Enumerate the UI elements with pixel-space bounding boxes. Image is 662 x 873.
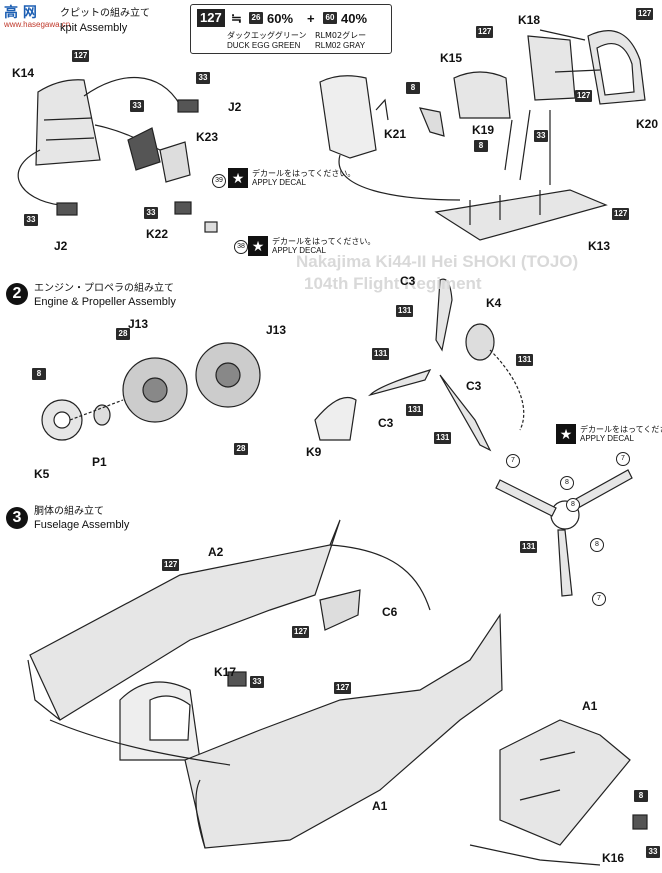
color-code-tag: 28 — [116, 328, 130, 340]
color-code-tag: 127 — [72, 50, 90, 62]
color-code-tag: 127 — [292, 626, 310, 638]
decal-number: 7 — [616, 452, 630, 466]
color-code-tag: 8 — [474, 140, 488, 152]
decal-number: 8 — [560, 476, 574, 490]
color-code-tag: 127 — [334, 682, 352, 694]
part-label-c6: C6 — [382, 605, 398, 619]
decal-note-en: APPLY DECAL — [272, 246, 326, 255]
decal-number: 38 — [234, 240, 248, 254]
star-icon: ★ — [556, 424, 576, 444]
watermark: 高 网 — [4, 5, 37, 21]
color-code-tag: 131 — [396, 305, 414, 317]
part-label-k4: K4 — [486, 296, 502, 310]
part-label-k22: K22 — [146, 227, 169, 241]
color-mix-box: 127 ≒ 26 60% + 60 40% ダックエッググリーン RLM02グレ… — [190, 4, 392, 54]
decal-note-jp: デカールをはってください。 — [252, 169, 356, 178]
color-code-tag: 127 — [636, 8, 654, 20]
part-label-c3-upper: C3 — [400, 274, 416, 288]
step1-title-jp: クピットの組み立て — [60, 8, 150, 19]
color-code-tag: 131 — [516, 354, 534, 366]
color-code-a: 26 — [249, 12, 263, 24]
color-code-main: 127 — [197, 9, 225, 27]
color-code-tag: 33 — [534, 130, 548, 142]
percent-a: 60% — [267, 11, 294, 26]
part-label-k17: K17 — [214, 665, 237, 679]
part-label-k23: K23 — [196, 130, 219, 144]
step1-title-en: kpit Assembly — [60, 22, 128, 34]
plus-sign: + — [307, 11, 315, 26]
color-code-tag: 33 — [196, 72, 210, 84]
part-label-k16: K16 — [602, 851, 625, 865]
part-label-k19: K19 — [472, 123, 495, 137]
part-label-k14: K14 — [12, 66, 35, 80]
part-label-k15: K15 — [440, 51, 463, 65]
part-label-j2-lower: J2 — [54, 239, 68, 253]
part-label-a2: A2 — [208, 545, 224, 559]
color-code-tag: 127 — [476, 26, 494, 38]
star-icon: ★ — [228, 168, 248, 188]
part-label-c3-mid: C3 — [378, 416, 394, 430]
bleed-title-1: Nakajima Ki44-II Hei SHOKI (TOJO) — [296, 252, 579, 271]
color-code-tag: 131 — [520, 541, 538, 553]
part-label-j2-upper: J2 — [228, 100, 242, 114]
part-label-k9: K9 — [306, 445, 322, 459]
part-label-j13-right: J13 — [266, 323, 287, 337]
color-code-tag: 33 — [24, 214, 38, 226]
color-code-tag: 131 — [406, 404, 424, 416]
color-code-tag: 8 — [406, 82, 420, 94]
part-label-k21: K21 — [384, 127, 407, 141]
approx-sign: ≒ — [231, 11, 242, 26]
color-code-tag: 131 — [434, 432, 452, 444]
decal-number: 8 — [590, 538, 604, 552]
color-code-tag: 127 — [612, 208, 630, 220]
part-label-a1-main: A1 — [372, 799, 388, 813]
color-code-tag: 28 — [234, 443, 248, 455]
color-a-jp: ダックエッググリーン — [227, 31, 307, 40]
color-code-tag: 8 — [32, 368, 46, 380]
decal-note-jp: デカールをはってください。 — [272, 237, 376, 246]
part-label-k13: K13 — [588, 239, 611, 253]
color-code-tag: 33 — [130, 100, 144, 112]
decal-number: 7 — [592, 592, 606, 606]
step3-title-jp: 胴体の組み立て — [34, 506, 104, 517]
color-code-tag: 33 — [144, 207, 158, 219]
watermark-url: www.hasegawa.cn — [4, 20, 71, 29]
step2-number: 2 — [6, 283, 28, 305]
color-code-tag: 131 — [372, 348, 390, 360]
color-b-jp: RLM02グレー — [315, 31, 367, 40]
part-label-j13-left: J13 — [128, 317, 149, 331]
step3-number: 3 — [6, 507, 28, 529]
color-b-en: RLM02 GRAY — [315, 41, 366, 50]
part-label-k20: K20 — [636, 117, 659, 131]
star-icon: ★ — [248, 236, 268, 256]
part-label-p1: P1 — [92, 455, 107, 469]
bleed-title-2: 104th Flight Regiment — [304, 274, 482, 293]
decal-note-en: APPLY DECAL — [252, 178, 306, 187]
part-label-a1-detail: A1 — [582, 699, 598, 713]
color-code-tag: 33 — [250, 676, 264, 688]
color-code-tag: 127 — [575, 90, 593, 102]
decal-note-jp: デカールをはってください。 — [580, 425, 662, 434]
part-label-k18: K18 — [518, 13, 541, 27]
part-label-c3-right: C3 — [466, 379, 482, 393]
decal-note-en: APPLY DECAL — [580, 434, 634, 443]
decal-number: 39 — [212, 174, 226, 188]
color-code-tag: 127 — [162, 559, 180, 571]
color-code-tag: 33 — [646, 846, 660, 858]
color-code-tag: 8 — [634, 790, 648, 802]
part-label-k5: K5 — [34, 467, 50, 481]
step2-title-jp: エンジン・プロペラの組み立て — [34, 283, 174, 294]
percent-b: 40% — [341, 11, 368, 26]
decal-number: 8 — [566, 498, 580, 512]
step2-title-en: Engine & Propeller Assembly — [34, 296, 176, 308]
step3-title-en: Fuselage Assembly — [34, 519, 130, 531]
color-code-b: 60 — [323, 12, 337, 24]
color-a-en: DUCK EGG GREEN — [227, 41, 301, 50]
decal-number: 7 — [506, 454, 520, 468]
